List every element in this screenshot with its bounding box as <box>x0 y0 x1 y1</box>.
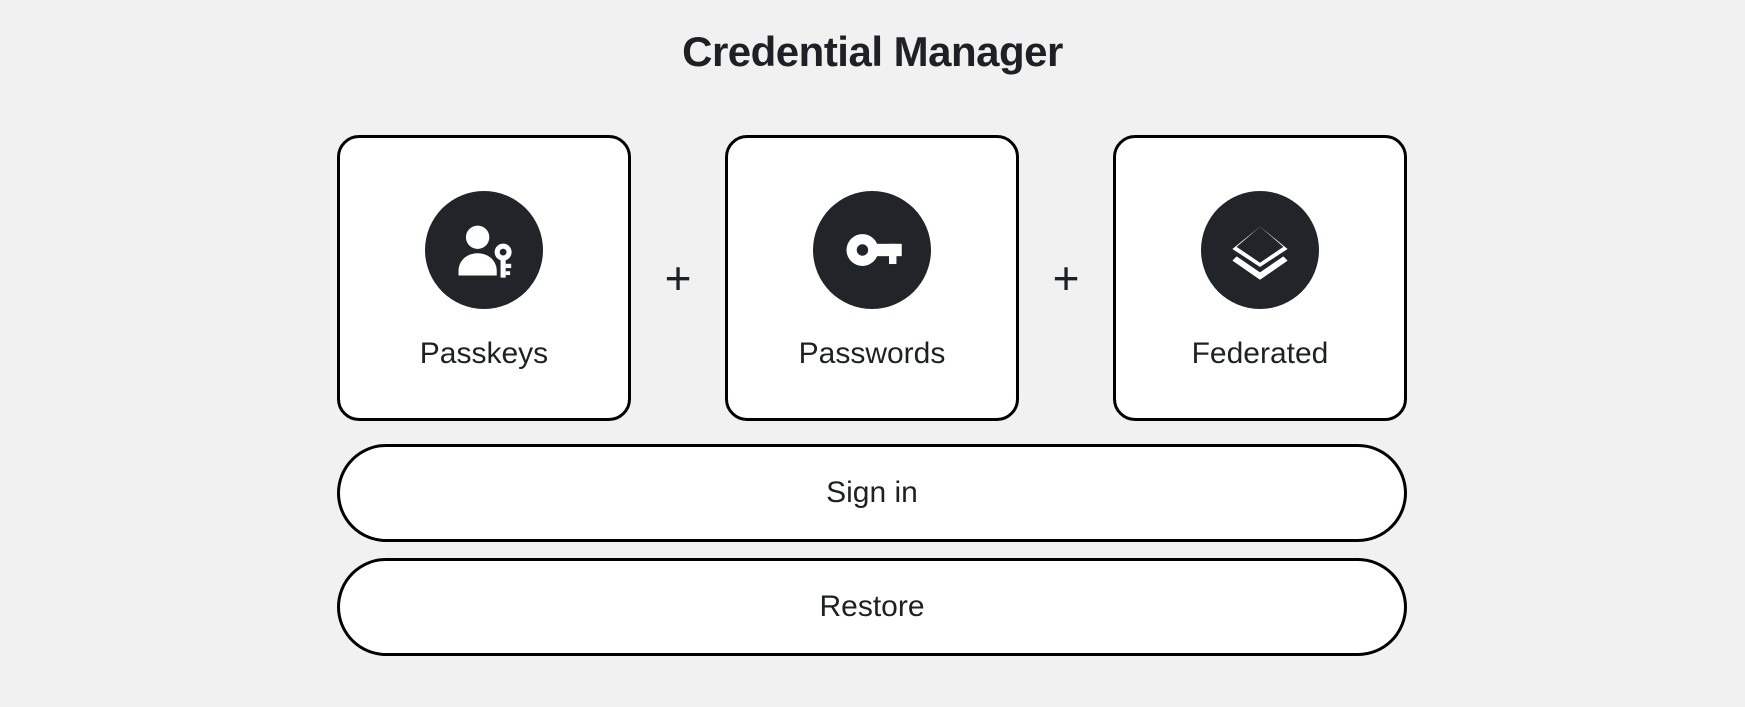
restore-button[interactable]: Restore <box>337 558 1407 656</box>
credential-card-passwords[interactable]: Passwords <box>725 135 1019 421</box>
credential-card-passkeys[interactable]: Passkeys <box>337 135 631 421</box>
person-key-icon <box>425 191 543 309</box>
sign-in-button[interactable]: Sign in <box>337 444 1407 542</box>
credential-card-label: Passkeys <box>419 337 549 370</box>
credential-card-label: Federated <box>1191 337 1329 370</box>
credential-methods-row: Passkeys + Passwords + <box>337 133 1407 423</box>
plus-separator-icon: + <box>1052 252 1080 304</box>
layers-icon <box>1201 191 1319 309</box>
credential-card-federated[interactable]: Federated <box>1113 135 1407 421</box>
plus-separator-icon: + <box>664 252 692 304</box>
page-title: Credential Manager <box>682 28 1063 75</box>
key-icon <box>813 191 931 309</box>
credential-card-label: Passwords <box>798 337 946 370</box>
